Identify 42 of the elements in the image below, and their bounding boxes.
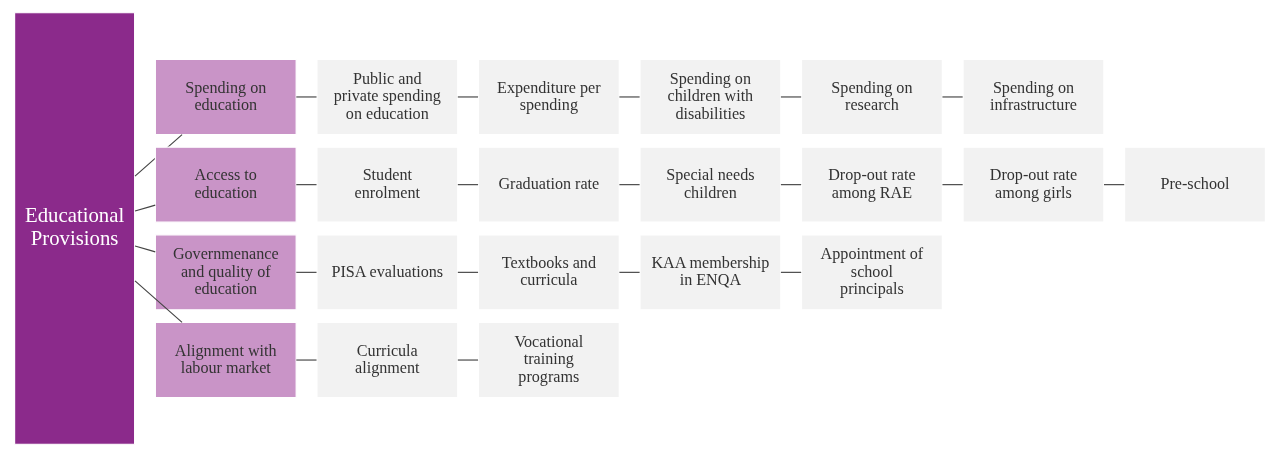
node-box: Student enrolment <box>316 146 459 223</box>
connector <box>134 245 156 253</box>
node-box: Appointment of school principals <box>800 234 943 311</box>
connector <box>941 96 964 98</box>
connector <box>295 184 318 186</box>
node-box: Spending on infrastructure <box>962 58 1105 136</box>
node-box: Educational Provisions <box>14 12 136 445</box>
connector <box>618 184 641 186</box>
node-box: Governmenance and quality of education <box>154 234 297 311</box>
node-box: Drop-out rate among girls <box>962 146 1105 223</box>
connector <box>295 359 318 361</box>
node-box: Vocational training programs <box>477 321 620 399</box>
node-box: Alignment with labour market <box>154 321 297 399</box>
connector <box>295 96 318 98</box>
node-box: KAA membership in ENQA <box>639 234 782 311</box>
connector <box>457 359 479 361</box>
connector <box>295 271 318 273</box>
node-box: Special needs children <box>639 146 782 223</box>
node-box: Pre-school <box>1124 146 1266 223</box>
node-box: Access to education <box>154 146 297 223</box>
node-box: Expenditure per spending <box>477 58 620 136</box>
node-box: Spending on children with disabilities <box>639 58 782 136</box>
node-box: Spending on research <box>800 58 943 136</box>
node-box: Curricula alignment <box>316 321 459 399</box>
connector <box>457 271 479 273</box>
node-box: Drop-out rate among RAE <box>800 146 943 223</box>
connector <box>1103 184 1125 186</box>
connector <box>457 96 479 98</box>
connector <box>780 184 802 186</box>
connector <box>457 184 479 186</box>
connector <box>618 96 641 98</box>
node-box: Public and private spending on education <box>316 58 459 136</box>
connector <box>780 96 802 98</box>
connector <box>941 184 964 186</box>
node-box: PISA evaluations <box>316 234 459 311</box>
node-box: Spending on education <box>154 58 297 136</box>
node-box: Graduation rate <box>477 146 620 223</box>
connector <box>618 271 641 273</box>
connector <box>134 280 183 323</box>
node-box: Textbooks and curricula <box>477 234 620 311</box>
connector <box>134 204 156 212</box>
connector <box>780 271 802 273</box>
